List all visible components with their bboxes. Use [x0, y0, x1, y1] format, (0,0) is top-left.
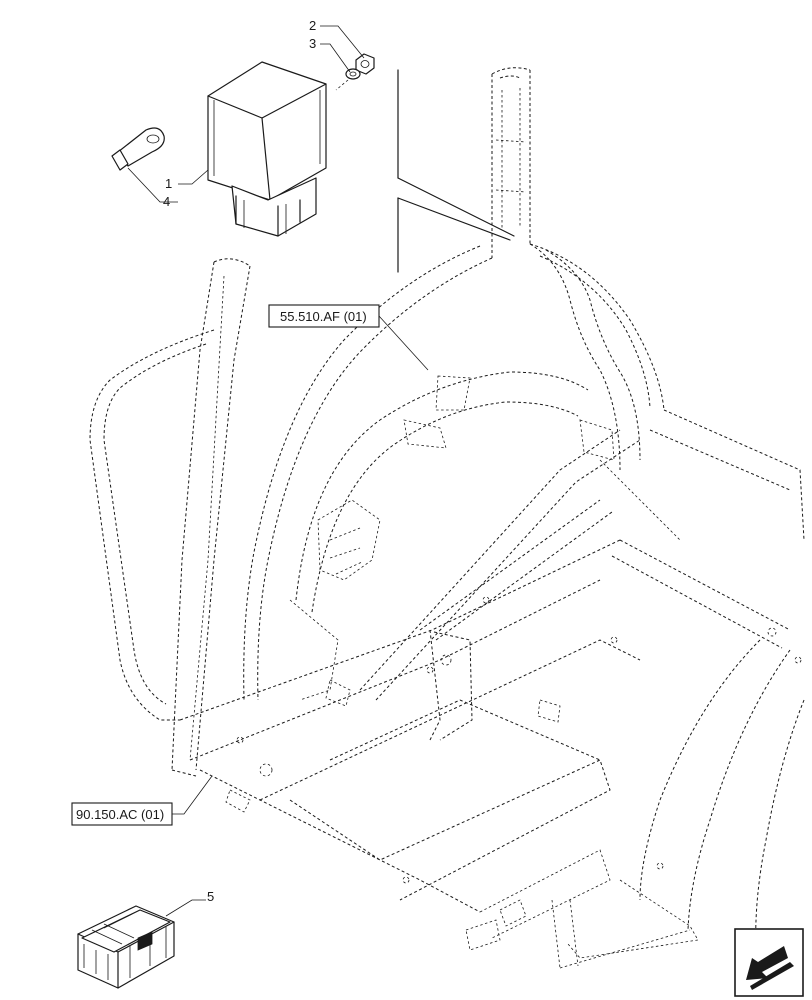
nut-axis: [335, 79, 349, 91]
ring-terminal-part: [111, 127, 165, 171]
ref-box-platform[interactable]: 90.150.AC (01): [71, 802, 173, 826]
callout-4[interactable]: 4: [163, 194, 170, 209]
callout-3[interactable]: 3: [309, 36, 316, 51]
callout-2[interactable]: 2: [309, 18, 316, 33]
washer-part: [345, 68, 361, 80]
cab-structure: [89, 67, 805, 969]
relay-part: [207, 61, 327, 237]
kit-crate-part: [77, 905, 175, 989]
callout-1[interactable]: 1: [165, 176, 172, 191]
callout-5[interactable]: 5: [207, 889, 214, 904]
ref-label-platform[interactable]: 90.150.AC (01): [76, 807, 164, 822]
ref-leader-platform: [172, 775, 213, 815]
ref-label-cab-harness[interactable]: 55.510.AF (01): [280, 309, 367, 324]
callout-leaders: [127, 25, 365, 917]
ref-leader-cab-harness: [378, 315, 429, 371]
arrow-back-icon[interactable]: [734, 928, 804, 997]
location-pointer: [397, 69, 515, 273]
ref-box-cab-harness[interactable]: 55.510.AF (01): [268, 304, 380, 328]
